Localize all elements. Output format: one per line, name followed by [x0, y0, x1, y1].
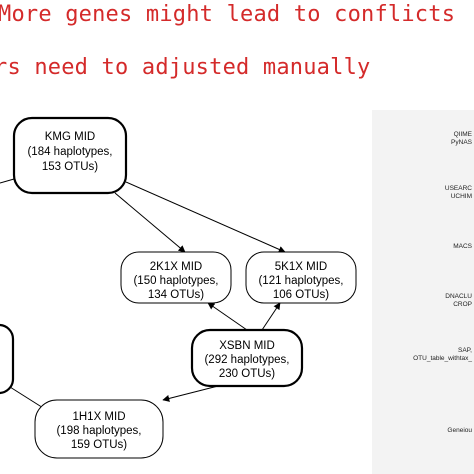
caption-line-1: More genes might lead to conflicts	[0, 2, 456, 27]
edge-xsbn-to-2k1x	[207, 302, 248, 331]
node-xsbn-line2: (292 haplotypes,	[204, 354, 289, 366]
node-xsbn-mid: XSBN MID (292 haplotypes, 230 OTUs)	[190, 328, 304, 388]
node-kmg-line3: 153 OTUs)	[42, 161, 98, 173]
right-panel-label-6: Geneiou	[447, 427, 472, 434]
node-1h1x-line3: 159 OTUs)	[71, 439, 127, 451]
node-1h1x-title: 1H1X MID	[72, 411, 125, 423]
edge-kmg-to-left	[0, 178, 15, 184]
node-1h1x-line2: (198 haplotypes,	[56, 425, 141, 437]
edge-kmg-to-2k1x	[114, 192, 186, 253]
right-panel-label-2: USEARC UCHIM	[444, 185, 472, 200]
edge-xsbn-to-5k1x	[261, 302, 281, 331]
node-kmg-title: KMG MID	[45, 131, 95, 143]
right-panel-label-5: SAP, OTU_table_withtax_	[413, 347, 472, 362]
node-1h1x-mid: 1H1X MID (198 haplotypes, 159 OTUs)	[34, 399, 164, 459]
node-5k1x-title: 5K1X MID	[275, 261, 327, 273]
node-2k1x-line2: (150 haplotypes,	[133, 275, 218, 287]
right-panel-label-3: MACS	[453, 243, 472, 250]
right-panel-tool-list: QIIME PyNAS USEARC UCHIM MACS DNACLU CRO…	[372, 110, 474, 474]
caption-line-2: rs need to adjusted manually	[0, 55, 371, 80]
node-xsbn-line3: 230 OTUs)	[219, 368, 275, 380]
node-2k1x-title: 2K1X MID	[150, 261, 202, 273]
edge-kmg-to-5k1x	[125, 181, 286, 253]
node-kmg-mid: KMG MID (184 haplotypes, 153 OTUs)	[12, 116, 128, 195]
node-5k1x-mid: 5K1X MID (121 haplotypes, 106 OTUs)	[245, 251, 357, 304]
node-5k1x-line3: 106 OTUs)	[273, 289, 329, 301]
node-xsbn-title: XSBN MID	[219, 340, 275, 352]
node-kmg-line2: (184 haplotypes,	[27, 146, 112, 158]
flow-diagram: KMG MID (184 haplotypes, 153 OTUs) 2K1X …	[0, 116, 357, 459]
node-5k1x-line2: (121 haplotypes,	[258, 275, 343, 287]
node-left-partial	[0, 323, 15, 395]
node-2k1x-line3: 134 OTUs)	[148, 289, 204, 301]
diagram-edges	[0, 178, 286, 412]
right-panel-label-1: QIIME PyNAS	[451, 131, 472, 146]
right-panel-label-4: DNACLU CROP	[445, 293, 472, 308]
node-2k1x-mid: 2K1X MID (150 haplotypes, 134 OTUs)	[120, 251, 232, 304]
edge-xsbn-to-1h1x	[162, 384, 223, 402]
